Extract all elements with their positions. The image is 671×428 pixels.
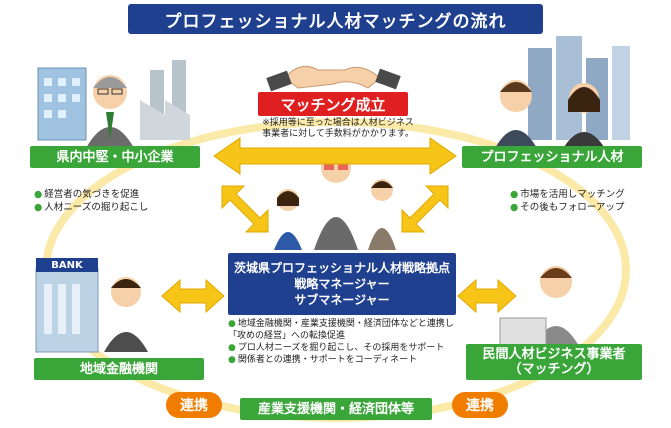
recruiter-illustration <box>499 266 580 349</box>
bank-label: 地域金融機関 <box>34 358 204 380</box>
executive-illustration <box>86 75 134 148</box>
banker-illustration <box>104 277 148 352</box>
pro-label: プロフェッショナル人材 <box>462 146 642 168</box>
right-bullet: その後もフォローアップ <box>510 201 670 214</box>
center-bullet: 関係者との連携・サポートをコーディネート <box>228 354 460 366</box>
matching-label: マッチング成立 <box>258 92 408 116</box>
factory-illustration <box>37 60 190 141</box>
center-bullet: 地域金融機関・産業支援機関・経済団体などと連携し「攻めの経営」への転換促進 <box>228 318 460 342</box>
professionals-illustration <box>494 80 606 150</box>
horizontal-double-arrow <box>213 137 457 175</box>
arrow-pro-center <box>401 185 449 233</box>
arrow-bank-center <box>161 278 225 314</box>
left-bullet: 経営者の気づきを促進 <box>34 188 204 201</box>
private-agency-sub: （マッチング） <box>508 362 600 377</box>
collaboration-badge-left: 連携 <box>166 392 222 418</box>
handshake-illustration <box>266 65 401 92</box>
sme-label: 県内中堅・中小企業 <box>30 146 200 168</box>
left-bullets: 経営者の気づきを促進 人材ニーズの掘り起こし <box>34 188 204 214</box>
arrow-private-center <box>457 278 517 314</box>
industry-label: 産業支援機関・経済団体等 <box>240 398 432 420</box>
matching-note-line2: 事業者に対して手数料がかかります。 <box>262 129 414 139</box>
managers-illustration <box>274 153 396 250</box>
hub-manager: 戦略マネージャー <box>294 277 390 291</box>
strategy-hub-box: 茨城県プロフェッショナル人材戦略拠点 戦略マネージャー サブマネージャー <box>228 253 456 315</box>
private-agency-name: 民間人材ビジネス事業者 <box>482 347 626 362</box>
hub-submanager: サブマネージャー <box>294 293 390 307</box>
arrow-sme-center <box>221 185 269 233</box>
bank-building-illustration <box>35 258 99 353</box>
matching-note-line1: ※採用等に至った場合は人材ビジネス <box>262 118 414 128</box>
right-bullet: 市場を活用しマッチング <box>510 188 670 201</box>
center-bullet: プロ人材ニーズを掘り起こし、その採用をサポート <box>228 342 460 354</box>
hub-name: 茨城県プロフェッショナル人材戦略拠点 <box>233 261 450 275</box>
collaboration-badge-right: 連携 <box>452 392 508 418</box>
private-agency-label: 民間人材ビジネス事業者 （マッチング） <box>466 344 642 380</box>
bank-sign: BANK <box>51 260 83 271</box>
center-bullets: 地域金融機関・産業支援機関・経済団体などと連携し「攻めの経営」への転換促進 プロ… <box>228 318 460 366</box>
right-bullets: 市場を活用しマッチング その後もフォローアップ <box>510 188 670 214</box>
page-title: プロフェッショナル人材マッチングの流れ <box>128 4 543 34</box>
matching-note: ※採用等に至った場合は人材ビジネス 事業者に対して手数料がかかります。 <box>238 118 438 140</box>
left-bullet: 人材ニーズの掘り起こし <box>34 201 204 214</box>
